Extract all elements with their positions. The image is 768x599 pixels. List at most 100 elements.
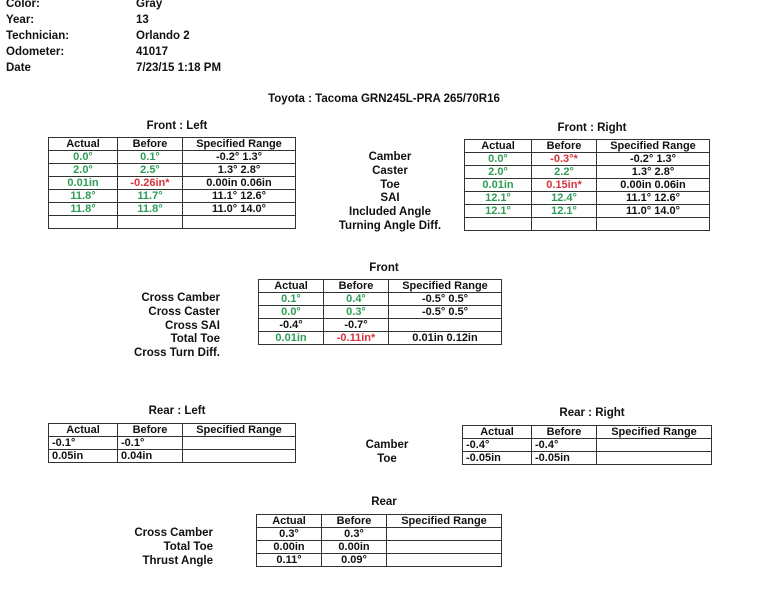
actual-cell: 0.11° bbox=[256, 553, 322, 567]
before-cell: 0.09° bbox=[321, 553, 387, 567]
actual-cell: -0.1° bbox=[48, 436, 118, 450]
before-header: Before bbox=[117, 423, 183, 437]
rear-cross-camber-label: Cross Camber bbox=[134, 527, 213, 539]
front-cross-title: Front bbox=[369, 262, 399, 274]
table-row bbox=[48, 215, 296, 229]
spec-header: Specified Range bbox=[596, 139, 710, 153]
toe-label: Toe bbox=[380, 178, 400, 191]
actual-cell: -0.4° bbox=[258, 318, 324, 332]
spec-cell: 11.0° 14.0° bbox=[596, 204, 710, 218]
rear-toe-label: Toe bbox=[377, 452, 397, 465]
actual-cell: 0.01in bbox=[258, 331, 324, 345]
odometer-value: 41017 bbox=[136, 46, 168, 58]
rear-cross-labels: Cross Camber Total Toe Thrust Angle bbox=[100, 527, 213, 568]
cross-sai-label: Cross SAI bbox=[165, 319, 220, 332]
spec-cell bbox=[182, 436, 296, 450]
before-cell: 0.3° bbox=[323, 305, 389, 319]
actual-cell: 2.0° bbox=[464, 165, 532, 179]
actual-header: Actual bbox=[462, 425, 532, 439]
before-cell bbox=[117, 215, 183, 229]
before-cell: 2.2° bbox=[531, 165, 597, 179]
technician-label: Technician: bbox=[6, 30, 70, 42]
rear-left-title: Rear : Left bbox=[148, 405, 206, 417]
thrust-angle-label: Thrust Angle bbox=[142, 554, 214, 567]
actual-cell: 0.0° bbox=[48, 150, 118, 164]
front-measurement-labels: Camber Caster Toe SAI Included Angle Tur… bbox=[318, 151, 462, 234]
spec-cell: 11.1° 12.6° bbox=[182, 189, 296, 203]
table-row: 0.0°0.3°-0.5° 0.5° bbox=[258, 305, 502, 319]
color-label: Color: bbox=[6, 0, 40, 10]
before-header: Before bbox=[117, 137, 183, 151]
actual-cell: 12.1° bbox=[464, 191, 532, 205]
table-row: -0.4°-0.4° bbox=[462, 438, 712, 452]
before-cell: 0.3° bbox=[321, 527, 387, 541]
included-angle-label: Included Angle bbox=[349, 206, 431, 219]
table-row: 0.01in-0.11in*0.01in 0.12in bbox=[258, 331, 502, 345]
before-cell: 2.5° bbox=[117, 163, 183, 177]
actual-cell: 0.05in bbox=[48, 449, 118, 463]
table-row: 2.0°2.5°1.3° 2.8° bbox=[48, 163, 296, 177]
spec-cell bbox=[182, 215, 296, 229]
before-cell: -0.26in* bbox=[117, 176, 183, 190]
before-cell: -0.4° bbox=[531, 438, 597, 452]
before-cell: -0.7° bbox=[323, 318, 389, 332]
actual-header: Actual bbox=[464, 139, 532, 153]
spec-cell: 1.3° 2.8° bbox=[596, 165, 710, 179]
spec-cell: -0.2° 1.3° bbox=[182, 150, 296, 164]
before-cell: 0.00in bbox=[321, 540, 387, 554]
rear-right-title: Rear : Right bbox=[559, 407, 625, 419]
rear-cross-title: Rear bbox=[371, 496, 397, 508]
spec-cell bbox=[182, 449, 296, 463]
actual-cell: -0.4° bbox=[462, 438, 532, 452]
camber-label: Camber bbox=[368, 151, 412, 163]
spec-cell: 0.01in 0.12in bbox=[388, 331, 502, 345]
before-cell: -0.1° bbox=[117, 436, 183, 450]
actual-cell: 12.1° bbox=[464, 204, 532, 218]
spec-cell: 11.0° 14.0° bbox=[182, 202, 296, 216]
rear-camber-label: Camber bbox=[365, 439, 409, 451]
before-header: Before bbox=[531, 425, 597, 439]
before-cell: 11.8° bbox=[117, 202, 183, 216]
odometer-label: Odometer: bbox=[6, 46, 65, 58]
spec-cell bbox=[388, 318, 502, 332]
before-cell: -0.3°* bbox=[531, 152, 597, 166]
spec-header: Specified Range bbox=[182, 137, 296, 151]
spec-cell: -0.5° 0.5° bbox=[388, 292, 502, 306]
spec-cell: 0.00in 0.06in bbox=[182, 176, 296, 190]
actual-header: Actual bbox=[48, 423, 118, 437]
spec-cell: 0.00in 0.06in bbox=[596, 178, 710, 192]
rear-measurement-labels: Camber Toe bbox=[340, 439, 434, 467]
before-header: Before bbox=[323, 279, 389, 293]
spec-cell: -0.5° 0.5° bbox=[388, 305, 502, 319]
front-right-table: Actual Before Specified Range 0.0°-0.3°*… bbox=[464, 139, 710, 231]
actual-cell: 0.01in bbox=[48, 176, 118, 190]
before-cell: 0.4° bbox=[323, 292, 389, 306]
actual-cell: 0.01in bbox=[464, 178, 532, 192]
before-cell: 0.04in bbox=[117, 449, 183, 463]
rear-total-toe-label: Total Toe bbox=[163, 540, 213, 553]
table-row: 0.3°0.3° bbox=[256, 527, 502, 541]
before-cell: 12.4° bbox=[531, 191, 597, 205]
year-label: Year: bbox=[6, 14, 35, 26]
table-row: 0.0°0.1°-0.2° 1.3° bbox=[48, 150, 296, 164]
actual-header: Actual bbox=[48, 137, 118, 151]
spec-cell bbox=[386, 553, 502, 567]
front-cross-table: Actual Before Specified Range 0.1°0.4°-0… bbox=[258, 279, 502, 345]
actual-cell: 0.00in bbox=[256, 540, 322, 554]
table-row: 0.1°0.4°-0.5° 0.5° bbox=[258, 292, 502, 306]
before-header: Before bbox=[531, 139, 597, 153]
actual-cell: -0.05in bbox=[462, 451, 532, 465]
front-cross-labels: Cross Camber Cross Caster Cross SAI Tota… bbox=[100, 292, 220, 361]
table-row: 0.01in-0.26in*0.00in 0.06in bbox=[48, 176, 296, 190]
actual-cell: 0.1° bbox=[258, 292, 324, 306]
cross-turn-diff-label: Cross Turn Diff. bbox=[133, 347, 220, 360]
cross-camber-label: Cross Camber bbox=[141, 292, 220, 304]
before-cell: 0.1° bbox=[117, 150, 183, 164]
rear-right-table: Actual Before Specified Range -0.4°-0.4°… bbox=[462, 425, 712, 465]
actual-cell: 11.8° bbox=[48, 202, 118, 216]
before-cell: 12.1° bbox=[531, 204, 597, 218]
front-left-table: Actual Before Specified Range 0.0°0.1°-0… bbox=[48, 137, 296, 229]
